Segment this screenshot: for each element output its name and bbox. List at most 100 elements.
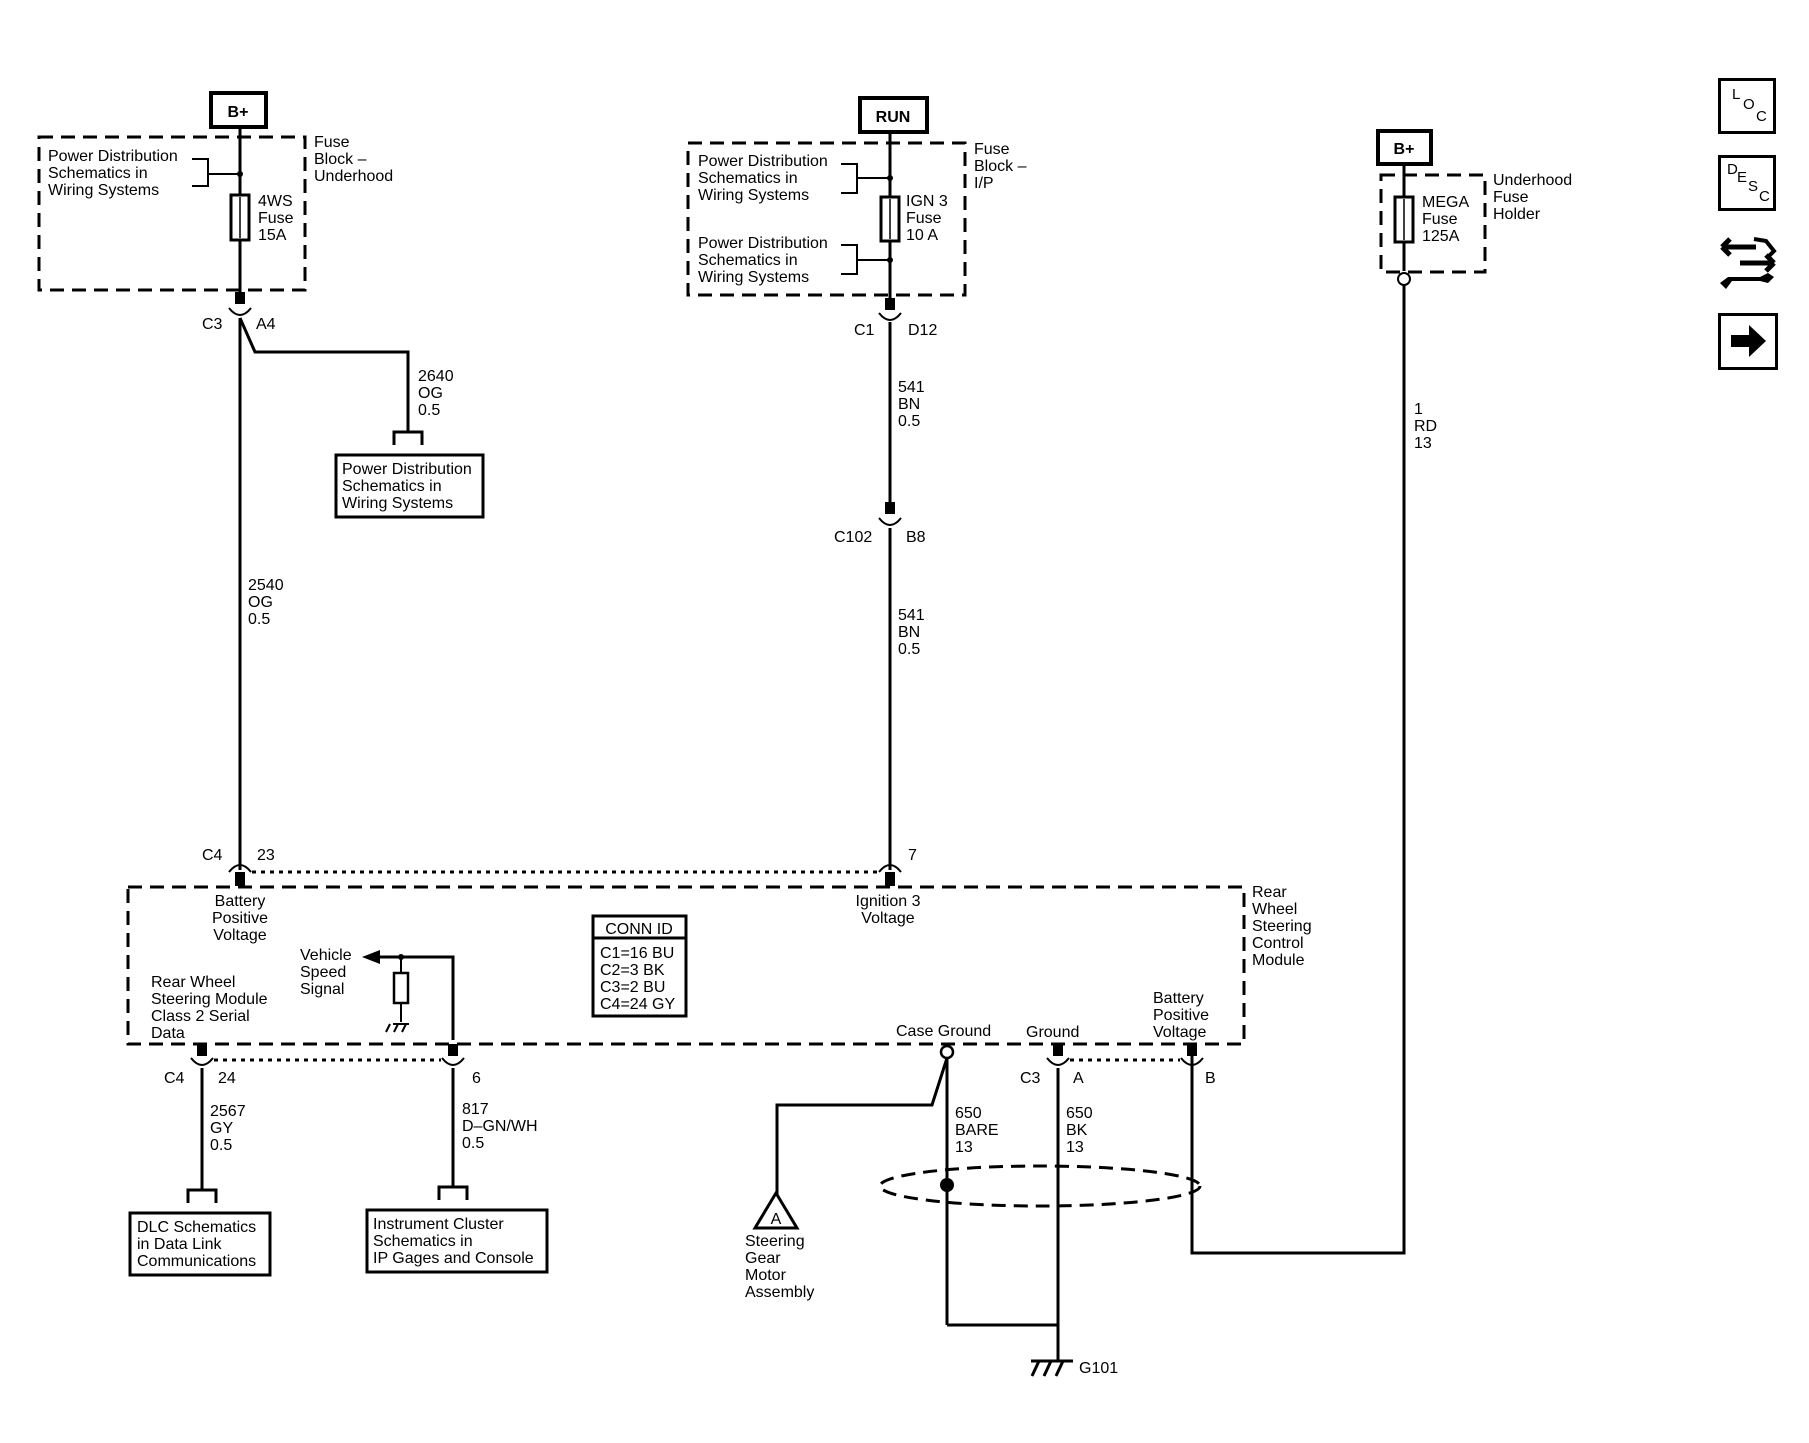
wire-650-bk-line1: 650 [1066, 1105, 1093, 1122]
module-title3: Steering [1252, 918, 1312, 935]
bplus-left-label: B+ [228, 104, 249, 121]
ip-ref1-line3: Wiring Systems [698, 187, 809, 204]
wire-2540-line2: OG [248, 594, 273, 611]
run-label: RUN [876, 109, 911, 126]
ref-dlc-line2: in Data Link [137, 1236, 222, 1253]
conn-id-title: CONN ID [605, 921, 673, 938]
rear-wheel-steering-module: Rear Wheel Steering Control Module Batte… [126, 884, 1312, 1046]
loc-letter-l: L [1732, 86, 1741, 103]
underhood-fuse-circuit: B+ Power Distribution Schematics in Wiri… [37, 91, 485, 870]
module-case-ground: Case Ground [896, 1023, 991, 1040]
conn-id-row2: C2=3 BK [600, 962, 665, 979]
ip-ref2-line3: Wiring Systems [698, 269, 809, 286]
wire-1-line1: 1 [1414, 401, 1423, 418]
fuse-4ws-label2: Fuse [258, 210, 294, 227]
desc-letter-d: D [1727, 161, 1738, 178]
ref-dlc-line3: Communications [137, 1253, 256, 1270]
fuse-4ws-label1: 4WS [258, 193, 293, 210]
wire-2640-line2: OG [418, 385, 443, 402]
connector-c3-bottom: C3 [1020, 1070, 1041, 1087]
ip-fuse-circuit: RUN Power Distribution Schematics in Wir… [686, 96, 1027, 870]
underhood-fuse-holder-outline [1379, 173, 1487, 274]
ip-ref2-line2: Schematics in [698, 252, 798, 269]
module-batt-left2: Positive [212, 910, 268, 927]
ref-2640-line2: Schematics in [342, 478, 442, 495]
ref-dlc-schematics [128, 1211, 272, 1277]
ref-dlc-line1: DLC Schematics [137, 1219, 256, 1236]
twisted-shield-ellipse [878, 1164, 1202, 1208]
wire-541-upper-line3: 0.5 [898, 413, 920, 430]
module-serial-line2: Steering Module [151, 991, 268, 1008]
fuse-block-underhood-outline [37, 135, 307, 292]
next-arrow-icon[interactable] [1718, 313, 1778, 370]
ground-g101-symbol [1030, 1359, 1073, 1377]
desc-letter-e: E [1737, 169, 1748, 186]
wire-817-line3: 0.5 [462, 1135, 484, 1152]
steering-gear-marker-label: A [771, 1211, 782, 1228]
module-vss-line1: Vehicle [300, 947, 352, 964]
connector-pin-a: A [1073, 1070, 1084, 1087]
conn-id-row1: C1=16 BU [600, 945, 674, 962]
desc-icon[interactable]: D E S C [1718, 155, 1776, 211]
wire-1-line3: 13 [1414, 435, 1432, 452]
wire-650-bare-line2: BARE [955, 1122, 999, 1139]
steering-gear-line3: Motor [745, 1267, 787, 1284]
ref-instrument-cluster [365, 1208, 549, 1274]
connector-pin23: 23 [257, 847, 275, 864]
ref-2640-line3: Wiring Systems [342, 495, 453, 512]
connector-c4-bottom: C4 [164, 1070, 185, 1087]
connector-a4: A4 [256, 316, 276, 333]
module-serial-line4: Data [151, 1025, 185, 1042]
wire-2567-line2: GY [210, 1120, 233, 1137]
module-batt-right3: Voltage [1153, 1024, 1206, 1041]
module-bottom-circuits: C4 24 6 2567 GY 0.5 DLC Schematics in Da… [128, 1044, 1216, 1377]
loc-icon[interactable]: L O C [1718, 78, 1776, 134]
wire-2640-line3: 0.5 [418, 402, 440, 419]
pullup-resistor [392, 971, 410, 1005]
bplus-right-label: B+ [1394, 141, 1415, 158]
underhood-fuse-holder-title2: Fuse [1493, 189, 1529, 206]
wire-817-line2: D–GN/WH [462, 1118, 538, 1135]
connector-pin24: 24 [218, 1070, 236, 1087]
ground-g101-label: G101 [1079, 1360, 1118, 1377]
underhood-ref-line1: Power Distribution [48, 148, 178, 165]
underhood-ref-line2: Schematics in [48, 165, 148, 182]
wire-2640-line1: 2640 [418, 368, 454, 385]
fuse-block-underhood-title2: Block – [314, 151, 367, 168]
desc-letter-c: C [1759, 188, 1770, 205]
module-title1: Rear [1252, 884, 1287, 901]
connector-wrench-icon[interactable] [1716, 233, 1780, 295]
fuse-ign3-label3: 10 A [906, 227, 938, 244]
wire-1-line2: RD [1414, 418, 1437, 435]
ip-ref1-line1: Power Distribution [698, 153, 828, 170]
module-title5: Module [1252, 952, 1305, 969]
wire-650-bk-line2: BK [1066, 1122, 1088, 1139]
underhood-fuse-holder-title1: Underhood [1493, 172, 1572, 189]
connector-wrench-icon-graphic [1720, 237, 1777, 289]
wire-650-bare-line3: 13 [955, 1139, 973, 1156]
steering-gear-line4: Assembly [745, 1284, 814, 1301]
fuse-mega-label1: MEGA [1422, 194, 1469, 211]
ref-ic-line3: IP Gages and Console [373, 1250, 534, 1267]
wire-2540-line1: 2540 [248, 577, 284, 594]
wire-541-lower-line1: 541 [898, 607, 925, 624]
module-ign3-line2: Voltage [861, 910, 914, 927]
wire-541-upper-line1: 541 [898, 379, 925, 396]
module-serial-line1: Rear Wheel [151, 974, 235, 991]
module-batt-right2: Positive [1153, 1007, 1209, 1024]
steering-gear-marker [752, 1190, 800, 1230]
conn-id-row4: C4=24 GY [600, 996, 675, 1013]
module-ground: Ground [1026, 1024, 1079, 1041]
wire-2567-line3: 0.5 [210, 1137, 232, 1154]
ip-ref2-line1: Power Distribution [698, 235, 828, 252]
ref-ic-line2: Schematics in [373, 1233, 473, 1250]
module-vss-line3: Signal [300, 981, 344, 998]
wire-650-bare-line1: 650 [955, 1105, 982, 1122]
fuse-block-ip-title1: Fuse [974, 141, 1010, 158]
module-ign3-line1: Ignition 3 [856, 893, 921, 910]
fuse-mega-label3: 125A [1422, 228, 1460, 245]
wire-817-line1: 817 [462, 1101, 489, 1118]
wire-2567-line1: 2567 [210, 1103, 246, 1120]
ref-power-distribution-2640 [334, 453, 485, 519]
conn-id-table [591, 914, 688, 1018]
